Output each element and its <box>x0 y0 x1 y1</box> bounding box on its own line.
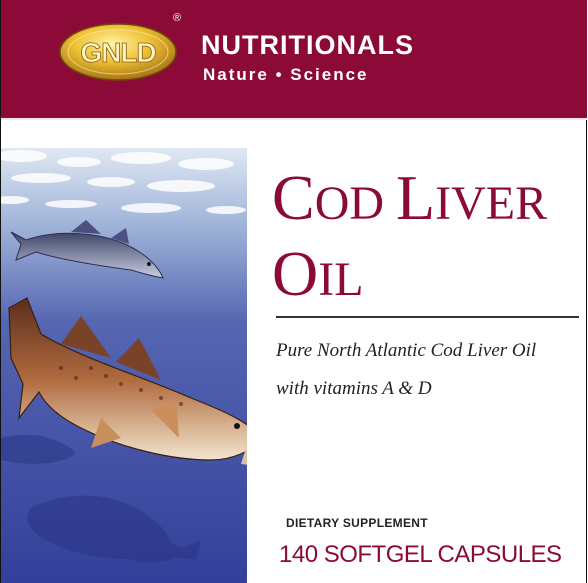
brand-name: NUTRITIONALS <box>201 30 414 60</box>
title-text-od: OD <box>314 177 397 230</box>
header-divider <box>1 118 587 120</box>
title-line-2: OIL <box>272 242 364 306</box>
supplement-label: DIETARY SUPPLEMENT <box>286 516 428 530</box>
title-letter-o: O <box>272 238 319 309</box>
title-letter-l: L <box>396 162 436 233</box>
cod-fish-illustration <box>1 148 247 583</box>
title-text-il: IL <box>318 253 364 306</box>
registered-mark: ® <box>173 12 182 24</box>
title-text-iver: IVER <box>435 177 548 230</box>
title-line-1: COD LIVER <box>272 166 547 230</box>
description-line-1: Pure North Atlantic Cod Liver Oil <box>276 340 537 361</box>
description-line-2: with vitamins A & D <box>276 378 432 399</box>
brand-tagline: Nature • Science <box>203 65 369 84</box>
gnld-logo-icon: GNLD <box>59 23 177 81</box>
brand-header: GNLD ® NUTRITIONALS Nature • Science <box>1 0 587 118</box>
capsule-count: 140 SOFTGEL CAPSULES <box>279 541 562 568</box>
title-letter-c: C <box>272 162 315 233</box>
title-divider <box>276 316 579 318</box>
svg-text:GNLD: GNLD <box>80 37 156 68</box>
product-description: Pure North Atlantic Cod Liver Oil with v… <box>276 332 576 408</box>
